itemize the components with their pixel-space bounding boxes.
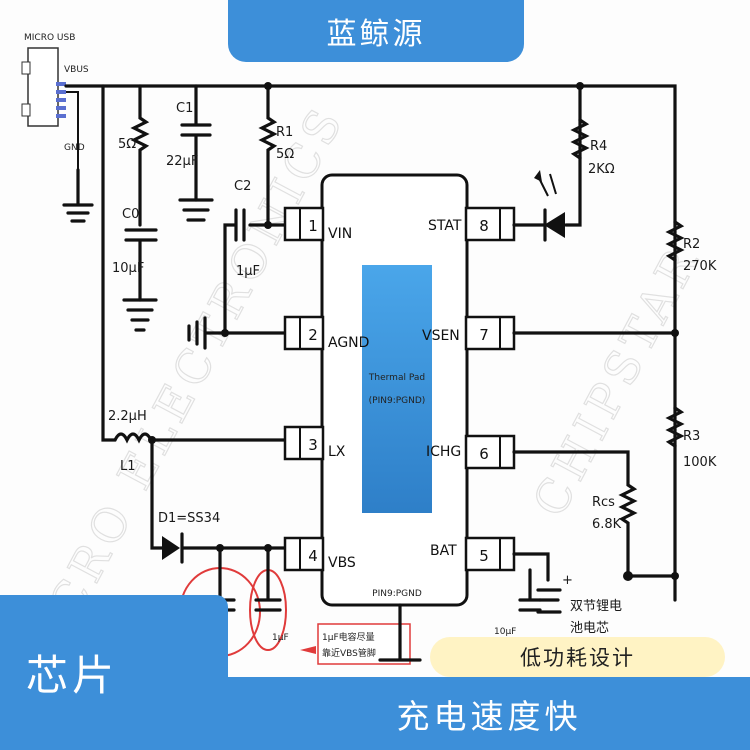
c2-value: 1µF bbox=[236, 264, 260, 279]
resistor-r1: R1 5Ω bbox=[258, 82, 302, 229]
charger-ic: Thermal Pad (PIN9:PGND) PIN9:PGND bbox=[320, 173, 469, 662]
chip-bottom-label: PIN9:PGND bbox=[372, 589, 422, 599]
ground-symbol bbox=[62, 168, 94, 223]
pin-vin: 1 VIN bbox=[283, 206, 352, 242]
status-led bbox=[512, 84, 582, 242]
rcs-name: Rcs bbox=[592, 495, 615, 510]
pin-2-name: AGND bbox=[328, 335, 369, 351]
pin-2-number: 2 bbox=[308, 326, 318, 344]
d1-label: D1=SS34 bbox=[158, 511, 220, 526]
r2-value: 270K bbox=[683, 259, 717, 274]
pin-agnd: 2 AGND bbox=[283, 315, 369, 351]
watermark-text-2: CHIPSTAR bbox=[522, 235, 711, 525]
resistor-rcs: Rcs 6.8K bbox=[512, 450, 638, 578]
pin-8-name: STAT bbox=[428, 218, 462, 234]
diode-d1: D1=SS34 bbox=[150, 438, 302, 564]
c1-value: 22µF bbox=[166, 154, 198, 169]
resistor-r4: R4 2KΩ bbox=[570, 82, 615, 177]
r1-name: R1 bbox=[276, 125, 293, 140]
inductor-l1: 2.2µH L1 bbox=[108, 409, 302, 474]
c1-name: C1 bbox=[176, 101, 193, 116]
brand-banner: 蓝鲸源 bbox=[228, 0, 524, 62]
r3-name: R3 bbox=[683, 429, 700, 444]
battery-cell: + 双节锂电 池电芯 bbox=[536, 573, 622, 636]
resistor-r2: R2 270K bbox=[665, 220, 717, 274]
gnd-label: GND bbox=[64, 143, 85, 153]
pin-bat: 5 BAT bbox=[430, 536, 516, 572]
c2-name: C2 bbox=[234, 179, 251, 194]
pin-3-number: 3 bbox=[308, 436, 318, 454]
pin-vsen: 7 VSEN bbox=[422, 315, 516, 351]
vbus-label: VBUS bbox=[64, 65, 89, 75]
feature-band: 充电速度快 bbox=[228, 677, 750, 750]
pin-4-number: 4 bbox=[308, 547, 318, 565]
brand-title: 蓝鲸源 bbox=[326, 17, 426, 52]
pin-6-name: ICHG bbox=[426, 444, 461, 460]
category-tag: 芯片 bbox=[0, 595, 228, 750]
pin-stat: 8 STAT bbox=[428, 206, 516, 242]
feature-band-label: 充电速度快 bbox=[396, 696, 582, 736]
pin-vbs: 4 VBS bbox=[283, 536, 356, 572]
thermal-pad-sublabel: (PIN9:PGND) bbox=[369, 396, 426, 406]
battery-label: 双节锂电 bbox=[570, 599, 622, 614]
resistor-r0: 5Ω bbox=[118, 84, 150, 227]
pin-ichg: 6 ICHG bbox=[426, 434, 516, 470]
capacitor-c0: C0 10µF bbox=[112, 207, 158, 332]
c-bat-value: 10µF bbox=[494, 627, 516, 637]
capacitor-bat: 10µF bbox=[494, 568, 542, 637]
category-tag-label: 芯片 bbox=[26, 651, 119, 700]
c-vbs-value: 1µF bbox=[272, 633, 289, 643]
thermal-pad-label: Thermal Pad bbox=[368, 373, 425, 383]
r3-value: 100K bbox=[683, 455, 717, 470]
c0-name: C0 bbox=[122, 207, 139, 222]
feature-pill: 低功耗设计 bbox=[430, 637, 725, 677]
pin-7-name: VSEN bbox=[422, 328, 460, 344]
capacitor-c2: C2 1µF bbox=[221, 179, 270, 337]
battery-label-2: 池电芯 bbox=[570, 621, 609, 636]
connector-label: MICRO USB bbox=[24, 33, 75, 43]
capacitor-c1: C1 22µF bbox=[166, 84, 214, 222]
micro-usb-connector: MICRO USB VBUS GND bbox=[21, 33, 89, 153]
pin-3-name: LX bbox=[328, 444, 346, 460]
pin-6-number: 6 bbox=[479, 445, 489, 463]
pin-7-number: 7 bbox=[479, 326, 489, 344]
r4-value: 2KΩ bbox=[588, 162, 615, 177]
r2-name: R2 bbox=[683, 237, 700, 252]
pin-4-name: VBS bbox=[328, 555, 356, 571]
pin-8-number: 8 bbox=[479, 217, 489, 235]
pin-1-name: VIN bbox=[328, 226, 352, 242]
pin-5-name: BAT bbox=[430, 543, 457, 559]
thermal-pad bbox=[362, 265, 432, 513]
l1-name: L1 bbox=[120, 459, 136, 474]
feature-pill-label: 低功耗设计 bbox=[520, 646, 635, 670]
note-callout: 1µF电容尽量 靠近VBS管脚 bbox=[300, 623, 411, 665]
l1-value: 2.2µH bbox=[108, 409, 147, 424]
pin-1-number: 1 bbox=[308, 217, 318, 235]
r1-value: 5Ω bbox=[276, 147, 294, 162]
resistor-r3: R3 100K bbox=[665, 406, 717, 470]
note-line-2: 靠近VBS管脚 bbox=[322, 647, 376, 659]
c0-value: 10µF bbox=[112, 261, 144, 276]
r4-name: R4 bbox=[590, 139, 607, 154]
note-line-1: 1µF电容尽量 bbox=[322, 631, 375, 643]
rcs-value: 6.8K bbox=[592, 517, 622, 532]
pin-5-number: 5 bbox=[479, 547, 489, 565]
r0-value: 5Ω bbox=[118, 137, 136, 152]
battery-plus: + bbox=[562, 573, 573, 588]
pin-lx: 3 LX bbox=[283, 425, 346, 461]
